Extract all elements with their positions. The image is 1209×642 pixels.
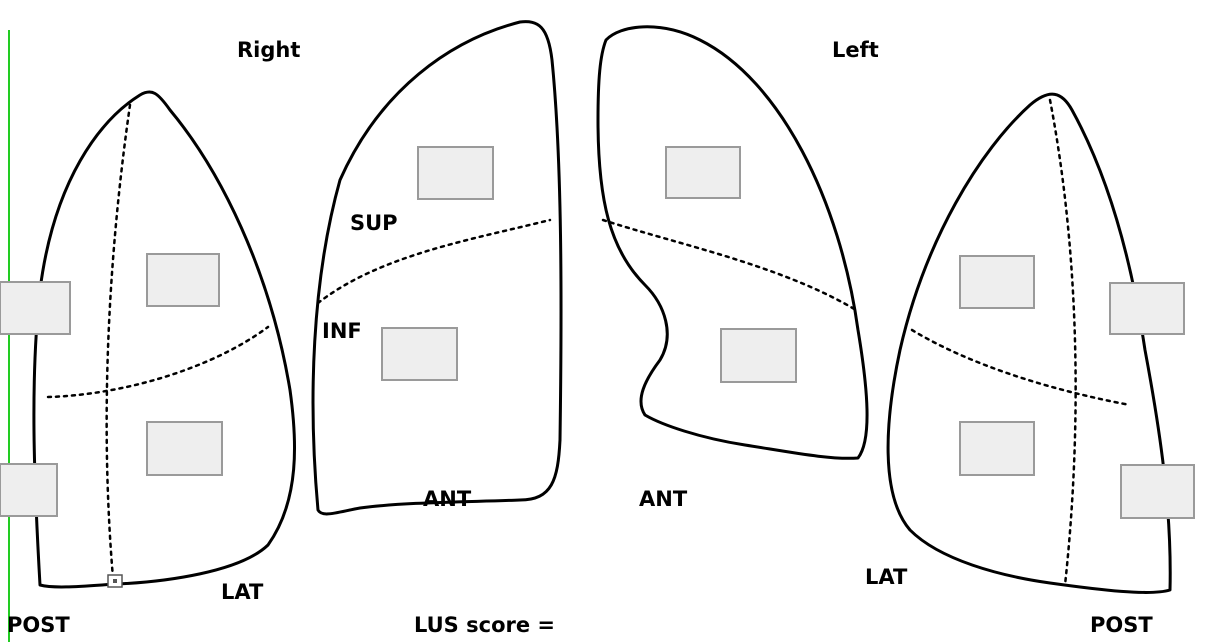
score-box-left-lateral-lower[interactable]: [960, 422, 1034, 475]
label-lus-score: LUS score =: [414, 613, 555, 637]
label-post-right: POST: [7, 613, 70, 637]
left-lung-anterior: [598, 27, 867, 459]
score-box-left-lateral-upper[interactable]: [960, 256, 1034, 308]
score-box-left-posterior-upper[interactable]: [1110, 283, 1184, 334]
label-sup: SUP: [350, 211, 398, 235]
left-lung-vertical-divider: [1050, 100, 1076, 585]
right-lung-horizontal-divider: [48, 327, 268, 397]
anchor-handle-dot: [113, 579, 117, 583]
label-post-left: POST: [1090, 613, 1153, 637]
right-lung-anterior: [313, 22, 561, 514]
label-ant-right: ANT: [423, 487, 472, 511]
left-lung-fissure: [603, 220, 856, 310]
score-box-right-anterior-lower[interactable]: [382, 328, 457, 380]
label-ant-left: ANT: [639, 487, 688, 511]
score-box-right-lateral-lower[interactable]: [147, 422, 222, 475]
left-lung-lateral: [888, 94, 1194, 592]
score-box-left-posterior-lower[interactable]: [1121, 465, 1194, 518]
right-lung-lateral-outline: [34, 92, 295, 587]
score-box-right-anterior-upper[interactable]: [418, 147, 493, 199]
right-lung-anterior-outline: [313, 22, 561, 514]
label-left: Left: [832, 38, 879, 62]
score-box-right-posterior-upper[interactable]: [0, 282, 70, 334]
left-lung-anterior-outline: [598, 27, 867, 459]
label-lat-left: LAT: [865, 565, 908, 589]
right-lung-lateral: [0, 92, 295, 587]
right-lung-vertical-divider: [107, 105, 130, 578]
label-right: Right: [237, 38, 300, 62]
score-box-right-posterior-lower[interactable]: [0, 464, 57, 516]
label-inf: INF: [322, 319, 362, 343]
score-box-right-lateral-upper[interactable]: [147, 254, 219, 306]
left-lung-horizontal-divider: [912, 330, 1130, 405]
score-box-left-anterior-upper[interactable]: [666, 147, 740, 198]
label-lat-right: LAT: [221, 580, 264, 604]
score-box-left-anterior-lower[interactable]: [721, 329, 796, 382]
